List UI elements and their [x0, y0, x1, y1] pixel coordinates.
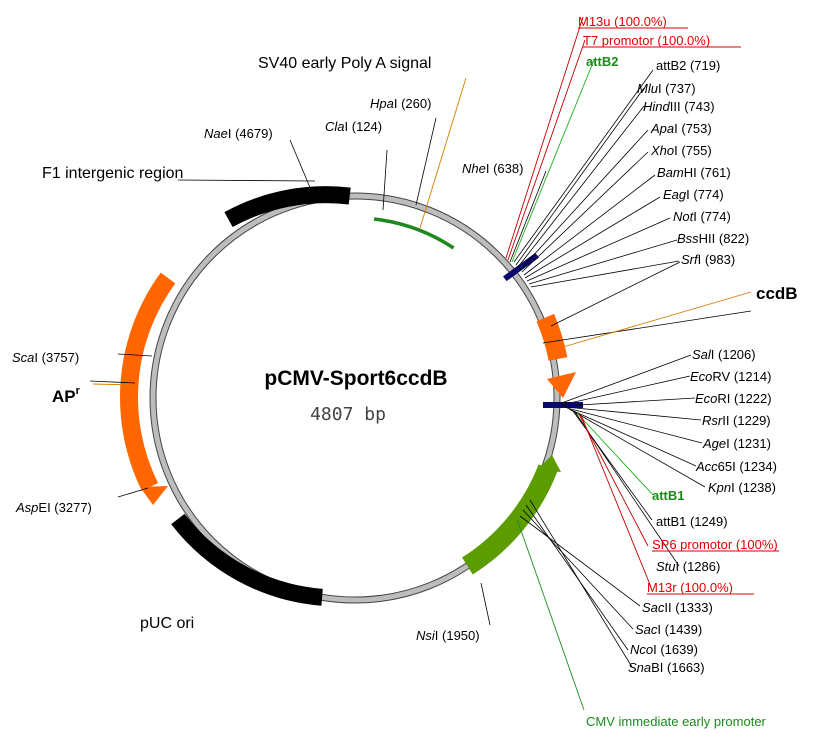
- puc-ori-arc: [171, 513, 323, 606]
- agei-label: AgeI (1231): [702, 436, 771, 451]
- ecori-label: EcoRI (1222): [695, 391, 772, 406]
- m13u-label: M13u (100.0%): [578, 14, 667, 29]
- attb1-site-label: attB1 (1249): [656, 514, 728, 529]
- mcs-box-bottom: [543, 402, 583, 408]
- naei-label: NaeI (4679): [204, 126, 273, 141]
- srfi-label: SrfI (983): [681, 252, 735, 267]
- bamhi-label: BamHI (761): [657, 165, 731, 180]
- sv40-polya-label: SV40 early Poly A signal: [258, 55, 431, 72]
- plasmid-size: 4807 bp: [310, 404, 386, 425]
- puc-ori-label: pUC ori: [140, 615, 194, 632]
- eagi-label: EagI (774): [663, 187, 724, 202]
- clai-label: ClaI (124): [325, 119, 382, 134]
- rsrii-label: RsrII (1229): [702, 413, 771, 428]
- sali-label: SalI (1206): [692, 347, 756, 362]
- ecorv-label: EcoRV (1214): [690, 369, 771, 384]
- cmv-arc: [461, 464, 558, 575]
- apai-label: ApaI (753): [650, 121, 712, 136]
- apr-label: APr: [52, 385, 81, 406]
- t7-promotor-label: T7 promotor (100.0%): [583, 33, 710, 48]
- nsii-label: NsiI (1950): [416, 628, 480, 643]
- ncoi-label: NcoI (1639): [630, 642, 698, 657]
- bsshii-label: BssHII (822): [677, 231, 749, 246]
- noti-label: NotI (774): [673, 209, 731, 224]
- saci-label: SacI (1439): [635, 622, 702, 637]
- sp6-promotor-label: SP6 promotor (100%): [652, 537, 778, 552]
- f1-intergenic-label: F1 intergenic region: [42, 165, 183, 182]
- mcs-box-top: [503, 252, 539, 282]
- leader-lines: [89, 69, 752, 668]
- ccdb-arrowhead: [547, 372, 576, 398]
- acc65i-label: Acc65I (1234): [695, 459, 777, 474]
- scai-label: ScaI (3757): [12, 350, 79, 365]
- attb2-site-label: attB2 (719): [656, 58, 720, 73]
- backbone: [150, 193, 560, 603]
- apr-arc: [120, 272, 176, 491]
- aspei-label: AspEI (3277): [15, 500, 92, 515]
- hindiii-label: HindIII (743): [643, 99, 715, 114]
- f1-intergenic-region-arc: [224, 186, 351, 228]
- cmv-promoter-label: CMV immediate early promoter: [586, 714, 767, 729]
- mlui-label: MluI (737): [637, 81, 696, 96]
- nhei-label: NheI (638): [462, 161, 523, 176]
- ccdb-label: ccdB: [756, 284, 798, 303]
- sv40-polya-arc: [373, 217, 455, 250]
- ccdb-arc: [536, 313, 568, 362]
- apr-arrowhead: [140, 486, 168, 505]
- cmv-arrowhead: [537, 455, 561, 472]
- plasmid-name: pCMV-Sport6ccdB: [264, 367, 447, 390]
- attb2-feature-label: attB2: [586, 54, 619, 69]
- attb1-feature-label: attB1: [652, 488, 685, 503]
- sacii-label: SacII (1333): [642, 600, 713, 615]
- kpni-label: KpnI (1238): [708, 480, 776, 495]
- stui-label: StuI (1286): [656, 559, 720, 574]
- snabi-label: SnaBI (1663): [628, 660, 705, 675]
- hpai-label: HpaI (260): [370, 96, 431, 111]
- coloured-leaders: [92, 16, 752, 711]
- m13r-label: M13r (100.0%): [647, 580, 733, 595]
- xhoi-label: XhoI (755): [650, 143, 712, 158]
